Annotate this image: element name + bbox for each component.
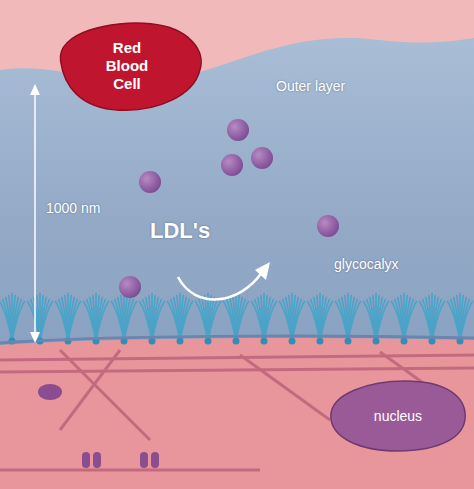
dimension-arrow — [30, 84, 40, 343]
dimension-label: 1000 nm — [46, 200, 100, 216]
node-text: Red Blood Cell — [97, 39, 157, 93]
protein — [140, 452, 148, 468]
cytoskeleton — [0, 350, 474, 470]
protein — [93, 452, 101, 468]
protein — [38, 384, 62, 400]
protein — [151, 452, 159, 468]
endothelial-cell — [0, 338, 474, 489]
protein — [82, 452, 90, 468]
node-text: nucleus — [374, 408, 422, 425]
red-blood-cell: Red Blood Cell — [48, 18, 206, 114]
glycocalyx-label: glycocalyx — [334, 256, 399, 272]
layer-label: Outer layer — [276, 78, 345, 94]
ldl-label: LDL's — [150, 218, 210, 244]
curved-arrow — [178, 262, 270, 299]
nucleus-ellipse: nucleus — [328, 378, 468, 454]
ldl-particles — [119, 119, 339, 298]
membrane — [0, 336, 474, 343]
